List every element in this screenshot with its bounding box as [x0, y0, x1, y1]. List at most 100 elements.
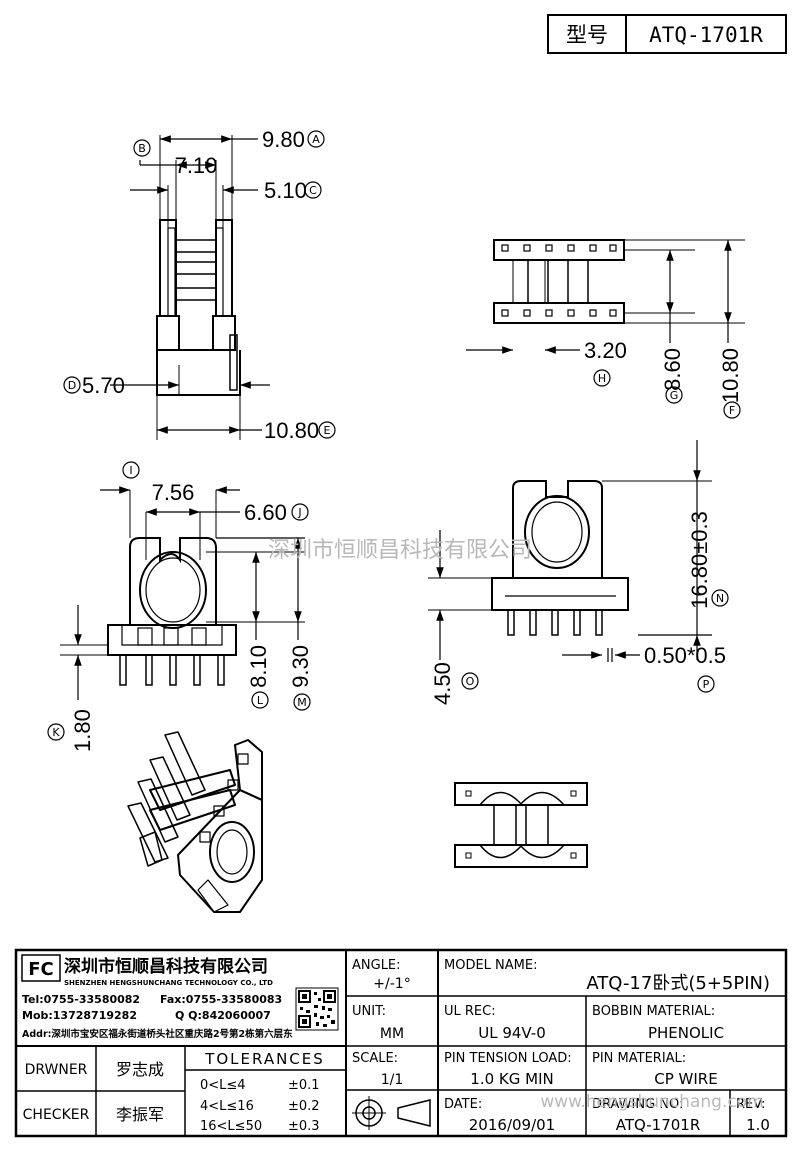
scale-label: SCALE:	[352, 1051, 398, 1066]
ul-rec-label: UL REC:	[444, 1004, 496, 1019]
dim-C-letter: C	[309, 184, 317, 197]
company-logo-letters: FC	[28, 959, 54, 980]
tolerances-label: TOLERANCES	[204, 1050, 325, 1068]
dim-I-marker	[122, 461, 140, 479]
date-value: 2016/09/01	[469, 1116, 555, 1134]
tolerance-range-1: 0<L≤4	[200, 1078, 246, 1093]
dim-J-marker	[291, 503, 309, 521]
dim-P-marker	[697, 675, 715, 693]
dim-N-value: 16.80±0.3	[687, 511, 712, 609]
title-block	[14, 948, 788, 1138]
checker-value: 李振军	[116, 1105, 164, 1124]
dim-H-letter: H	[598, 372, 606, 385]
bobbin-material-label: BOBBIN MATERIAL:	[592, 1004, 715, 1019]
dim-P-value: 0.50*0.5	[644, 643, 726, 668]
watermark-url: www.hengshunchang.com	[540, 1092, 763, 1112]
view-top	[493, 239, 745, 324]
dim-I-letter: I	[129, 464, 132, 477]
tolerance-value-3: ±0.3	[288, 1119, 320, 1134]
view-front	[60, 490, 305, 686]
dim-F-value: 10.80	[718, 348, 743, 403]
drawing-no-value: ATQ-1701R	[616, 1116, 701, 1134]
checker-label: CHECKER	[23, 1107, 90, 1123]
dim-O-value: 4.50	[430, 662, 455, 705]
date-label: DATE:	[444, 1097, 482, 1112]
dim-F-marker	[723, 401, 741, 419]
dim-H-marker	[593, 369, 611, 387]
pin-material-label: PIN MATERIAL:	[592, 1051, 686, 1066]
angle-label: ANGLE:	[352, 958, 401, 973]
rev-value: 1.0	[746, 1116, 770, 1134]
dim-N-marker	[711, 589, 729, 607]
dim-D-value: 5.70	[82, 373, 125, 398]
company-tel: Tel:0755-33580082	[22, 993, 140, 1006]
model-name-value: ATQ-17卧式(5+5PIN)	[586, 973, 770, 994]
dim-D-letter: D	[68, 379, 76, 392]
dim-E-value: 10.80	[264, 418, 319, 443]
dim-M-letter: M	[297, 696, 307, 709]
company-name-cn: 深圳市恒顺昌科技有限公司	[64, 956, 268, 977]
dim-K-value: 1.80	[70, 709, 95, 752]
dim-A-letter: A	[312, 133, 320, 146]
scale-value: 1/1	[381, 1072, 404, 1088]
pin-tension-label: PIN TENSION LOAD:	[444, 1051, 572, 1066]
dims-side-elevation	[110, 135, 270, 434]
dim-G-marker	[665, 386, 683, 404]
dim-A-value: 9.80	[262, 127, 305, 152]
pin-tension-value: 1.0 KG MIN	[470, 1070, 553, 1088]
unit-label: UNIT:	[352, 1004, 386, 1019]
dim-K-letter: K	[52, 726, 60, 739]
dim-B-value: 7.10	[175, 153, 218, 178]
dim-J-value: 6.60	[244, 500, 287, 525]
watermark-company: 深圳市恒顺昌科技有限公司	[268, 538, 532, 563]
dim-L-marker	[251, 691, 269, 709]
dim-C-value: 5.10	[264, 178, 307, 203]
angle-value: +/-1°	[373, 976, 410, 992]
dim-B-letter: B	[138, 142, 146, 155]
dim-E-letter: E	[324, 424, 331, 437]
dims-end	[436, 440, 712, 662]
dims-top	[466, 240, 732, 354]
dim-I-value: 7.56	[152, 480, 195, 505]
drwner-value: 罗志成	[116, 1060, 164, 1079]
dim-L-letter: L	[257, 694, 264, 707]
dim-K-marker	[47, 723, 65, 741]
dim-F-letter: F	[729, 404, 735, 417]
unit-value: MM	[380, 1026, 404, 1042]
dim-M-value: 9.30	[288, 645, 313, 688]
model-header-box: 型号 ATQ-1701R	[547, 14, 787, 54]
company-fax: Fax:0755-33580083	[160, 993, 282, 1006]
dim-M-marker	[293, 693, 311, 711]
dim-A-marker	[307, 130, 325, 148]
dim-H-value: 3.20	[584, 338, 627, 363]
dim-G-letter: G	[670, 389, 679, 402]
dim-G-value: 8.60	[660, 348, 685, 391]
tolerance-range-3: 16<L≤50	[200, 1119, 262, 1134]
dim-J-letter: J	[297, 506, 301, 519]
dim-O-letter: O	[466, 675, 475, 688]
view-bottom	[454, 782, 588, 868]
dim-E-marker	[318, 421, 336, 439]
rev-label: REV:	[736, 1097, 765, 1112]
tolerance-range-2: 4<L≤16	[200, 1099, 254, 1114]
dim-O-marker	[461, 672, 479, 690]
tolerance-value-1: ±0.1	[288, 1078, 320, 1093]
company-mob: Mob:13728719282	[22, 1009, 137, 1022]
drawing-no-label: DRAWING NO:	[592, 1097, 683, 1112]
dim-L-value: 8.10	[246, 645, 271, 688]
model-name-label: MODEL NAME:	[444, 958, 537, 973]
dim-N-letter: N	[716, 592, 724, 605]
company-logo-icon: FC	[21, 954, 61, 982]
drwner-label: DRWNER	[25, 1062, 88, 1078]
dims-front	[74, 486, 305, 700]
bobbin-material-value: PHENOLIC	[648, 1024, 724, 1042]
view-end	[428, 480, 712, 636]
model-header-value: ATQ-1701R	[649, 23, 763, 47]
view-side-elevation	[156, 135, 241, 440]
company-qq: Q Q:842060007	[175, 1009, 271, 1022]
dim-B-marker	[133, 139, 151, 157]
tolerance-value-2: ±0.2	[288, 1099, 320, 1114]
model-header-label: 型号	[566, 23, 608, 47]
qr-code-icon	[295, 987, 339, 1031]
